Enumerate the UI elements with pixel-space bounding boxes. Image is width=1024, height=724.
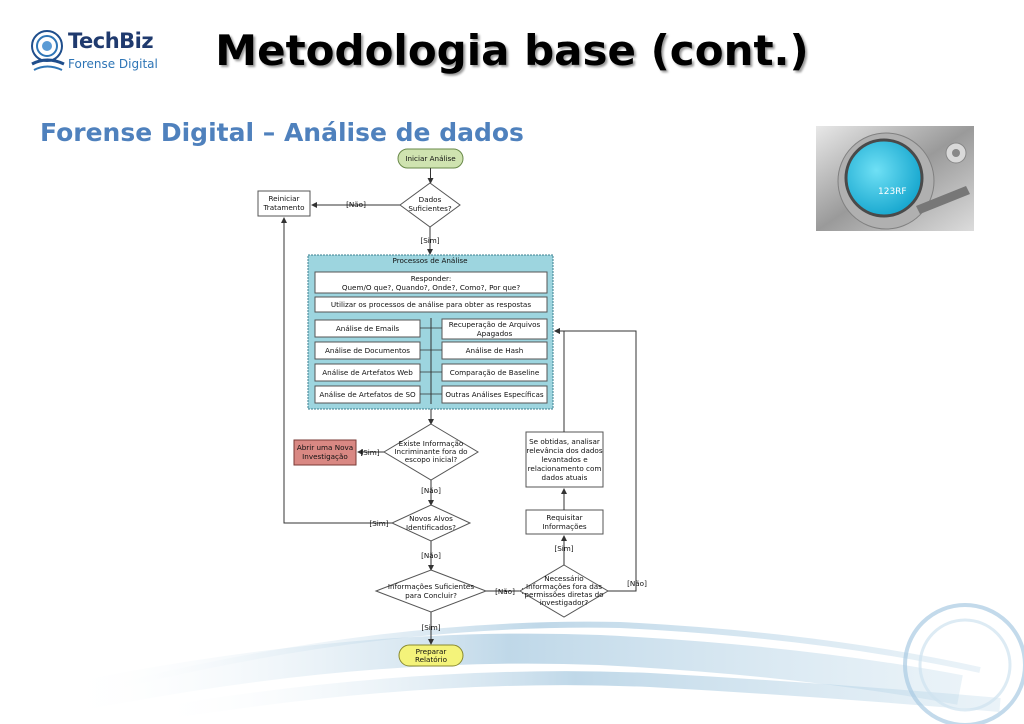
analise-artefatos-web-box [314,363,421,382]
right-item-4: Outras Análises Específicas [445,390,544,399]
analise-documentos-box [314,341,421,360]
nao-label-5: [Não] [627,579,647,588]
left-item-1: Análise de Emails [336,324,400,333]
responder-line1: Responder: [411,274,452,283]
responder-box [314,271,548,294]
nao-label-2: [Não] [421,486,441,495]
left-item-3: Análise de Artefatos Web [322,368,413,377]
novos-alvos-line2: Identificados? [406,523,456,532]
sim-label-2: [Sim] [360,448,379,457]
logo-brand: TechBiz [68,29,154,53]
techbiz-logo: TechBiz Forense Digital [30,26,160,78]
novos-alvos-line1: Novos Alvos [409,514,453,523]
se-obtidas-line1: Se obtidas, analisar [529,437,600,446]
dados-suficientes-line2: Suficientes? [408,204,452,213]
right-item-1-line2: Apagados [477,329,513,338]
responder-line2: Quem/O que?, Quando?, Onde?, Como?, Por … [342,283,520,292]
processos-title: Processos de Análise [393,256,469,265]
existe-info-line2: Incriminante fora do [394,447,467,456]
requisitar-line1: Requisitar [546,513,582,522]
abrir-line1: Abrir uma Nova [297,443,353,452]
info-suficientes-line2: para Concluir? [405,591,457,600]
reiniciar-line1: Reiniciar [269,194,300,203]
abrir-investigacao-box [293,439,357,466]
start-label: Iniciar Análise [405,154,456,163]
se-obtidas-line3: levantados e [541,455,588,464]
analise-emails-box [314,319,421,338]
outras-analises-box [441,385,548,404]
right-item-3: Comparação de Baseline [450,368,540,377]
sim-label-3: [Sim] [369,519,388,528]
existe-info-line3: escopo inicial? [405,455,458,464]
se-obtidas-box [525,431,604,488]
utilizar-label: Utilizar os processos de análise para ob… [331,300,531,309]
abrir-line2: Investigação [302,452,348,461]
logo-tagline: Forense Digital [68,57,158,71]
slide-title: Metodologia base (cont.) [215,26,809,75]
analise-hash-box [441,341,548,360]
logo-swirl-icon [31,30,65,71]
photo-watermark: 123RF [878,187,907,197]
se-obtidas-line5: dados atuais [542,473,588,482]
comparacao-baseline-box [441,363,548,382]
sim-label-5: [Sim] [554,544,573,553]
se-obtidas-line4: relacionamento com [528,464,602,473]
recuperacao-arquivos-box [441,318,548,340]
nao-label-4: [Não] [495,587,515,596]
preparar-relatorio-terminal [398,644,464,667]
nao-label-1: [Não] [346,200,366,209]
necessario-decision [519,564,609,618]
necessario-line4: investigador? [540,598,589,607]
info-suficientes-line1: Informações Suficientes [388,582,474,591]
utilizar-box [314,296,548,313]
right-item-2: Análise de Hash [466,346,524,355]
existe-info-line1: Existe Informação [399,439,464,448]
reiniciar-box [257,190,311,217]
hard-drive-photo: 123RF [816,126,974,231]
necessario-line1: Necessário [544,574,583,583]
necessario-line2: Informações fora das [526,582,602,591]
binary-wave-decoration [56,603,1024,724]
sim-label-4: [Sim] [421,623,440,632]
reiniciar-line2: Tratamento [262,203,304,212]
necessario-line3: permissões diretas do [524,590,603,599]
dados-suficientes-line1: Dados [419,195,442,204]
left-item-4: Análise de Artefatos de SO [319,390,416,399]
preparar-line1: Preparar [416,647,447,656]
se-obtidas-line2: relevância dos dados [526,446,602,455]
nao-label-3: [Não] [421,551,441,560]
sim-label-1: [Sim] [420,236,439,245]
analise-artefatos-so-box [314,385,421,404]
requisitar-line2: Informações [542,522,587,531]
preparar-line2: Relatório [415,655,447,664]
left-item-2: Análise de Documentos [325,346,410,355]
right-item-1-line1: Recuperação de Arquivos [449,320,541,329]
slide-subtitle: Forense Digital – Análise de dados [40,118,524,147]
